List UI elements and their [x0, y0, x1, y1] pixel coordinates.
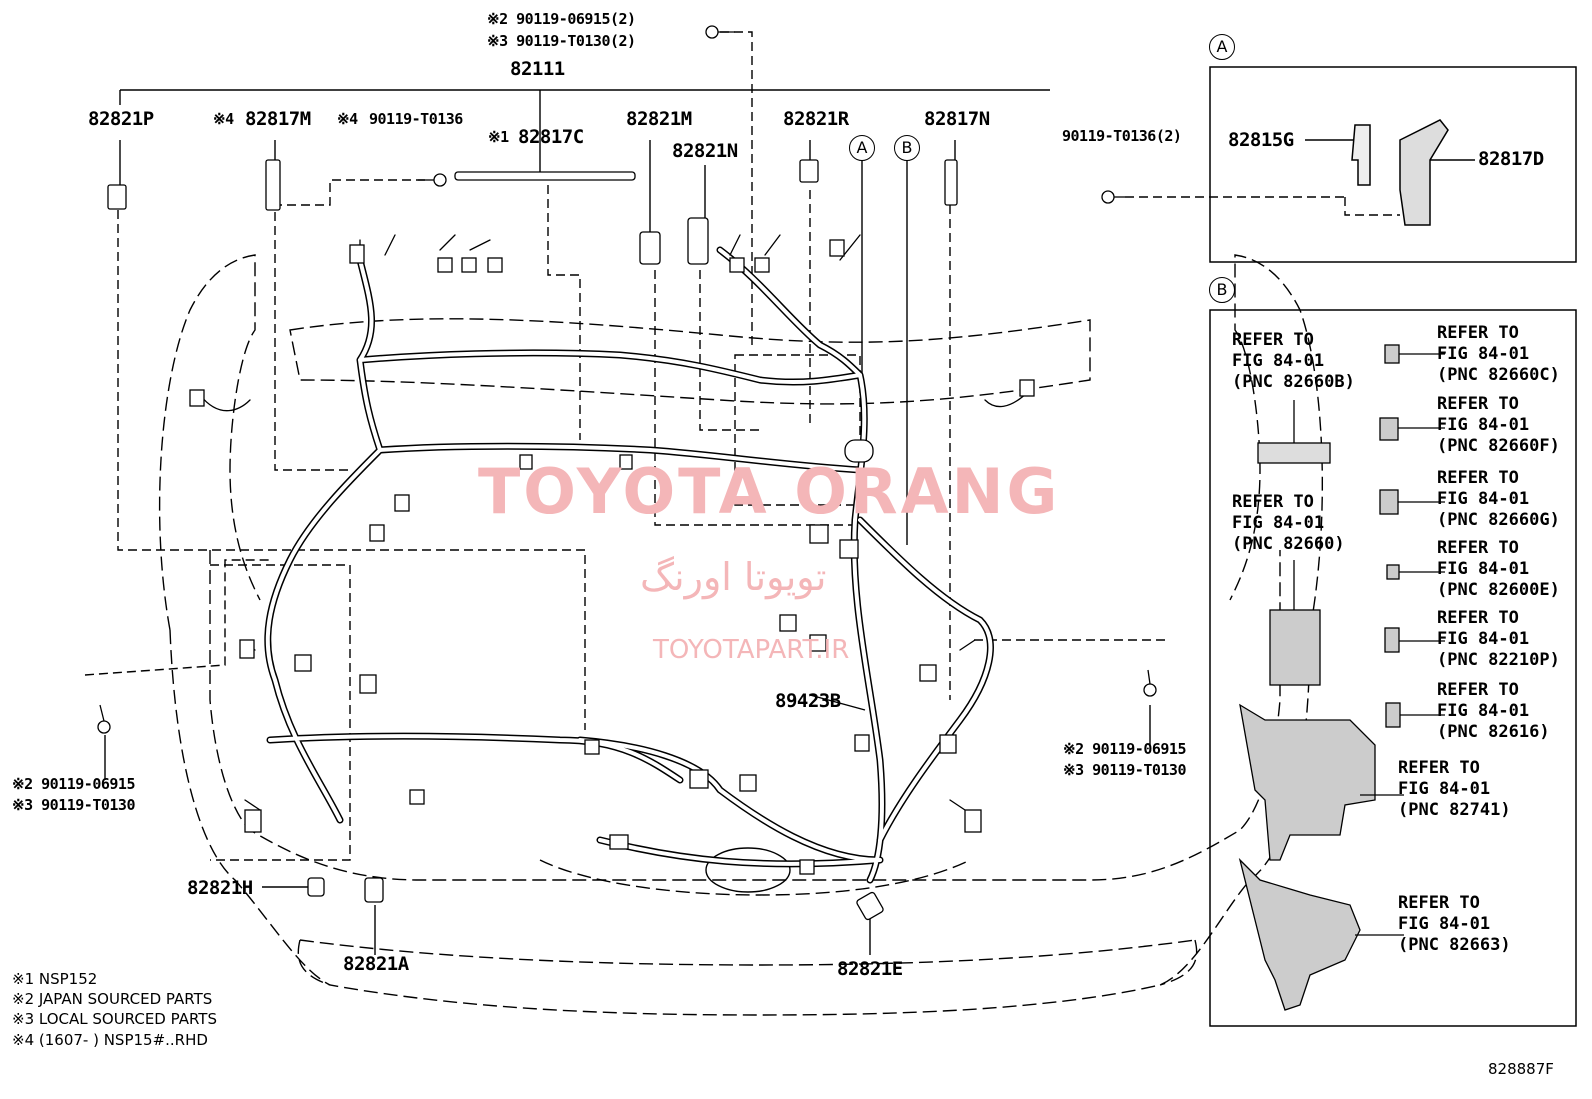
inset-b-frame: [1209, 309, 1577, 1027]
connector-82821R: [799, 159, 819, 183]
connector-82817M: [265, 159, 281, 211]
car-hood-outline: [158, 254, 1311, 1016]
label-82817C: 82817C: [518, 126, 584, 148]
label-left-bolt-1: ※2 90119-06915: [12, 775, 135, 793]
label-82821N: 82821N: [672, 140, 738, 162]
dashed-box-left-lower: [210, 564, 351, 861]
dashed-leader-82821N: [699, 270, 760, 431]
harness-main-inner: [265, 248, 993, 882]
cover-82817C: [454, 171, 636, 181]
label-82817M: 82817M: [245, 108, 311, 130]
callout-a: A: [849, 135, 875, 161]
label-82815G: 82815G: [1228, 129, 1294, 151]
label-top-bolt-1: ※2 90119-06915(2): [487, 10, 636, 28]
label-82821E: 82821E: [837, 958, 903, 980]
label-82821P: 82821P: [88, 108, 154, 130]
mark-90119-T0136: ※4: [337, 110, 358, 128]
label-82817N: 82817N: [924, 108, 990, 130]
dashed-leader-90119-T0136: [274, 179, 425, 471]
label-82817D: 82817D: [1478, 148, 1544, 170]
dashed-leader-bolt-top: [720, 31, 753, 350]
label-right-bolt-1: ※2 90119-06915: [1063, 740, 1186, 758]
inset-a-frame: [1209, 66, 1577, 263]
bumper-center: [539, 859, 971, 896]
bolt-left: [97, 704, 111, 734]
label-82821R: 82821R: [783, 108, 849, 130]
connector-82821A: [364, 877, 384, 903]
label-82821A: 82821A: [343, 953, 409, 975]
dashed-leader-82817C: [547, 185, 581, 440]
bolt-inset-a: [1101, 190, 1125, 204]
note-3: ※3 LOCAL SOURCED PARTS: [12, 1010, 217, 1028]
connector-82821M: [639, 231, 661, 265]
connector-82821N: [687, 217, 709, 265]
watermark-site: TOYOTAPART.IR: [653, 635, 850, 665]
note-1: ※1 NSP152: [12, 970, 98, 988]
emblem: [705, 847, 791, 893]
bracket-82815G: [1351, 124, 1371, 186]
dashed-leader-82821P: [117, 210, 586, 730]
watermark-brand: TOYOTA ORANG: [478, 455, 1061, 528]
label-89423B: 89423B: [775, 690, 841, 712]
figure-id: 828887F: [1488, 1060, 1554, 1078]
label-left-bolt-2: ※3 90119-T0130: [12, 796, 135, 814]
dashed-leader-inset-a: [1125, 196, 1400, 216]
connector-82821E: [856, 891, 884, 921]
bolt-90119-T0136: [418, 173, 447, 187]
inset-a-tag: A: [1209, 34, 1235, 60]
right-fender: [1229, 254, 1324, 631]
label-82821M: 82821M: [626, 108, 692, 130]
connector-82817N: [944, 159, 958, 206]
cowl-panel: [289, 318, 1091, 405]
inset-b-tag: B: [1209, 277, 1235, 303]
harness-connectors: [189, 239, 1035, 875]
bracket-82817D: [1399, 119, 1449, 226]
leader-89423B: [809, 694, 866, 711]
mark-82817C: ※1: [488, 128, 509, 146]
engine-bay-outline: [209, 550, 1281, 881]
label-top-bolt-2: ※3 90119-T0130(2): [487, 32, 636, 50]
watermark-persian: تویوتا اورنگ: [640, 555, 827, 599]
label-90119-T0136: 90119-T0136: [369, 110, 463, 128]
car-front-outline: [297, 939, 1198, 986]
inset-a-bolt-label: 90119-T0136(2): [1062, 127, 1182, 145]
note-4: ※4 (1607- ) NSP15#..RHD: [12, 1031, 208, 1049]
callout-b: B: [894, 135, 920, 161]
connector-82821P: [107, 184, 127, 210]
label-82821H: 82821H: [187, 877, 253, 899]
note-2: ※2 JAPAN SOURCED PARTS: [12, 990, 213, 1008]
label-right-bolt-2: ※3 90119-T0130: [1063, 761, 1186, 779]
bolt-right: [1143, 669, 1157, 697]
inset-b-parts: [1238, 344, 1445, 1011]
label-82111: 82111: [510, 58, 565, 80]
dashed-leader-left-bolt: [84, 559, 270, 676]
leader-82111: [119, 89, 1050, 175]
dashed-leader-82821M: [654, 270, 860, 526]
connector-82821H: [307, 877, 325, 897]
bolt-top: [705, 25, 735, 39]
mark-82817M: ※4: [213, 110, 234, 128]
